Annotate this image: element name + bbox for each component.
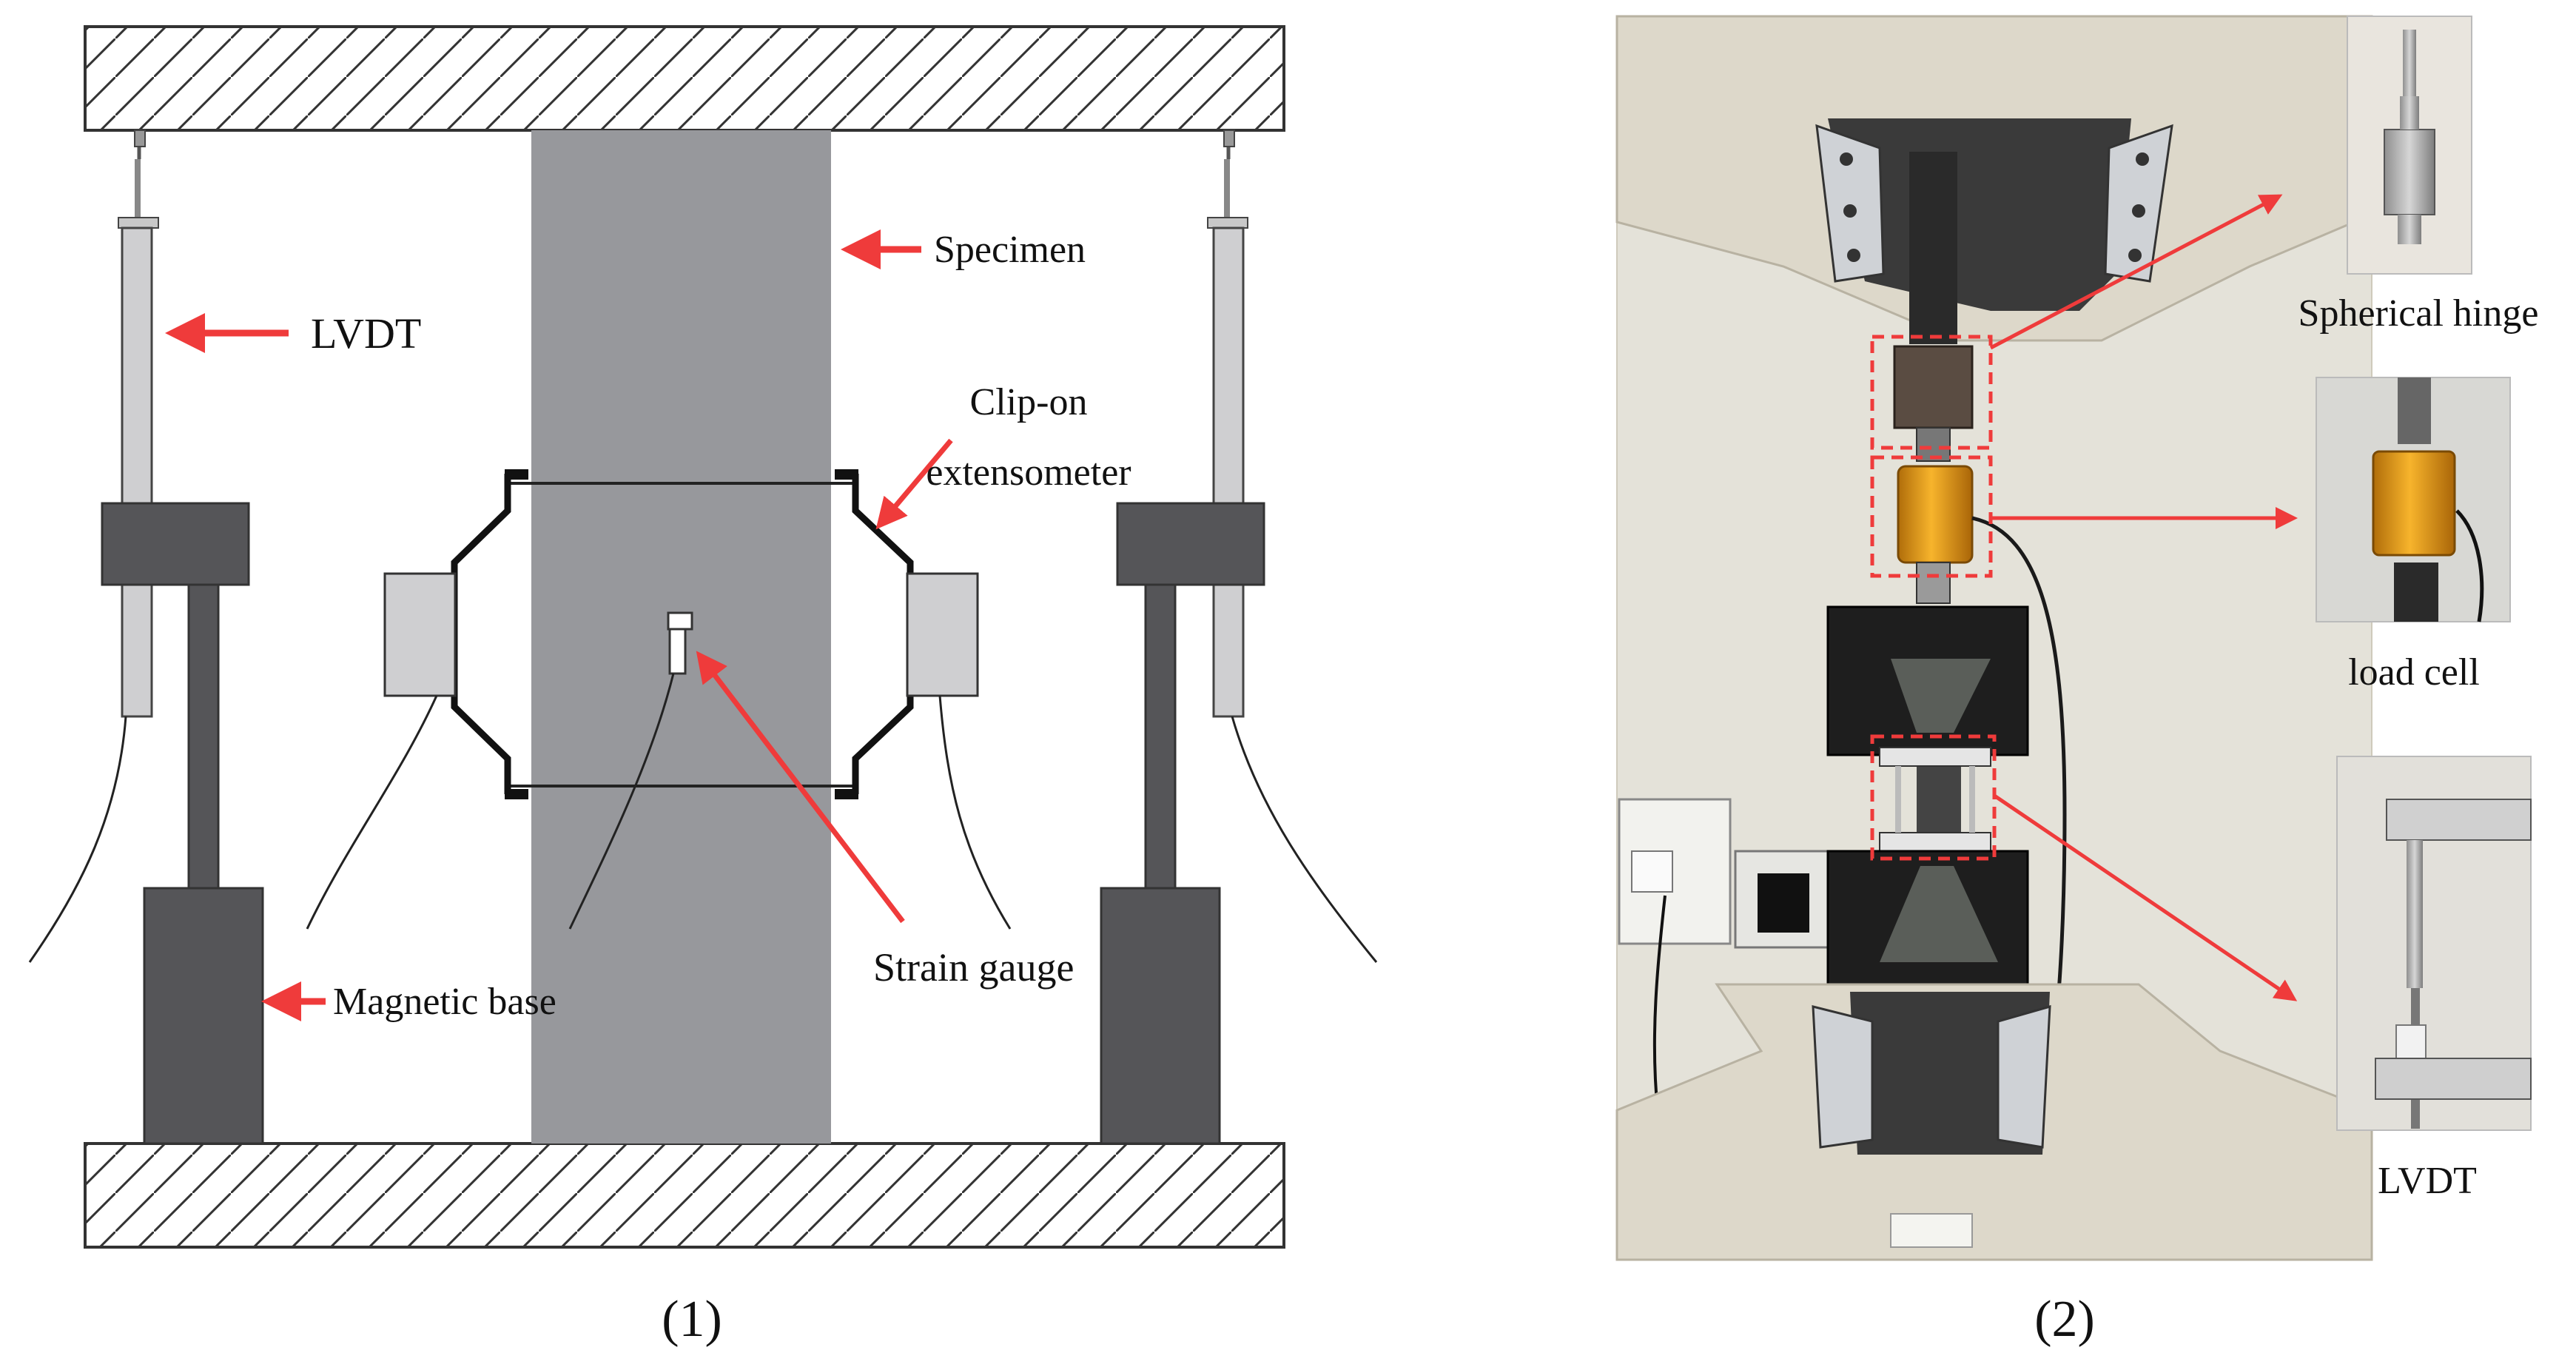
lvdt-holder-left: [101, 502, 250, 586]
strain-gauge-label: Strain gauge: [873, 945, 1074, 990]
lvdt-inset-label: LVDT: [2378, 1160, 2477, 1202]
schematic-panel: LVDT Specimen Clip-on extensometer Strai…: [28, 25, 1378, 1348]
load-cell-label: load cell: [2348, 651, 2480, 694]
hinge-pointer-arrow: [1989, 194, 2283, 350]
magnetic-base-label: Magnetic base: [333, 981, 556, 1023]
hinge-highlight-box: [1870, 335, 1993, 450]
extensometer-housing-left: [383, 572, 457, 697]
photo-panel: Spherical hinge load cell LVDT (2): [1615, 15, 2539, 1348]
lvdt-holder-right: [1116, 502, 1265, 586]
bottom-platen: [84, 1142, 1285, 1249]
panel2-caption: (2): [2034, 1291, 2095, 1348]
lower-crosshead: [1615, 983, 2373, 1261]
lvdt-left: [28, 130, 264, 1145]
lvdt-right: [1100, 130, 1378, 1145]
upper-crosshead: [1615, 15, 2373, 344]
inset-lvdt: [2336, 756, 2532, 1131]
lvdt-label: LVDT: [311, 309, 421, 357]
control-box: [1618, 798, 1833, 1111]
extensometer-arrow: [875, 438, 953, 530]
clip-on-label-line1: Clip-on: [970, 381, 1088, 423]
inset-load-cell: [2316, 377, 2511, 622]
spherical-hinge-label: Spherical hinge: [2298, 292, 2539, 335]
panel1-caption: (1): [662, 1291, 722, 1348]
photo-lvdt-clamp-top: [1879, 747, 1991, 767]
magnetic-base-left: [143, 887, 264, 1145]
magnetic-base-right: [1100, 887, 1221, 1145]
inset-spherical-hinge: [2347, 16, 2472, 275]
clip-on-label-line2: extensometer: [926, 451, 1131, 494]
spherical-hinge: [1893, 345, 1974, 429]
top-platen: [84, 25, 1285, 132]
lvdt-pointer-arrow: [1993, 793, 2298, 1001]
photo-lvdt-clamp-bottom: [1879, 832, 1991, 852]
load-cell: [1897, 465, 1974, 564]
strain-gauge: [568, 611, 693, 930]
clip-on-extensometer: [306, 469, 1012, 930]
strain-gauge-arrow: [696, 651, 905, 924]
extensometer-housing-right: [906, 572, 979, 697]
specimen-label: Specimen: [934, 229, 1086, 271]
